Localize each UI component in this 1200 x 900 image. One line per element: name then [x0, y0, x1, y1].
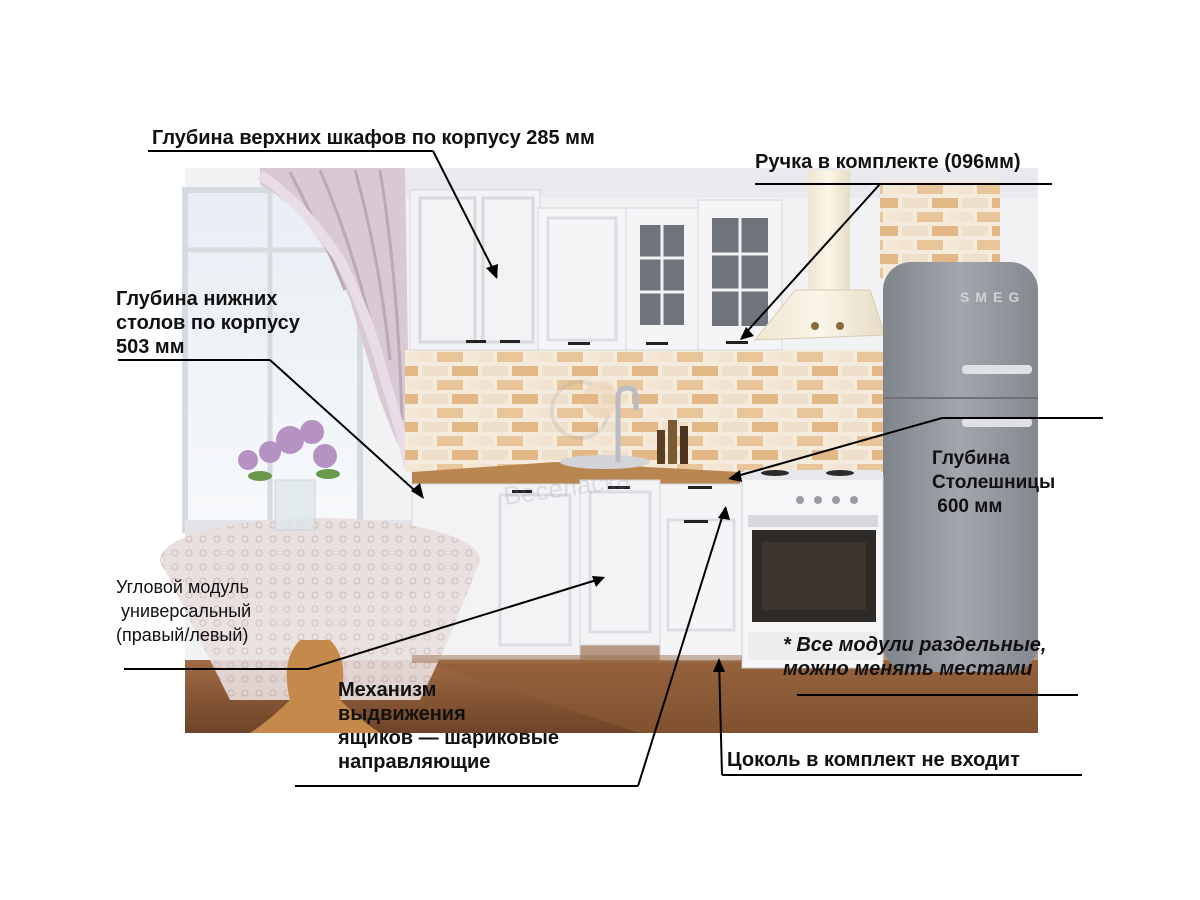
corner-line-2: универсальный	[116, 601, 252, 621]
lower-depth-line-3: 503 мм	[116, 336, 185, 358]
drawer-line-1: Механизм	[338, 679, 437, 701]
curtain	[257, 168, 415, 472]
cooker-hood	[753, 170, 886, 341]
svg-text:SMEG: SMEG	[960, 289, 1025, 305]
modules-note-label: * Все модули раздельные, можно менять ме…	[783, 633, 1046, 681]
lower-cabinets	[411, 385, 743, 661]
dining-table	[160, 518, 480, 733]
plinth-label: Цоколь в комплект не входит	[727, 749, 1020, 771]
upper-cabinet-depth-label: Глубина верхних шкафов по корпусу 285 мм	[152, 127, 595, 149]
countertop-depth-label: Глубина Столешницы 600 мм	[932, 447, 1055, 519]
drawer-line-3: ящиков — шариковые	[338, 727, 559, 749]
arrowheads	[411, 264, 754, 672]
annotation-leader-lines	[118, 150, 1103, 787]
note-line-1: * Все модули раздельные,	[783, 634, 1047, 656]
fridge: SMEG	[883, 262, 1038, 672]
lower-depth-line-2: столов по корпусу	[116, 312, 300, 334]
handle-label: Ручка в комплекте (096мм)	[755, 151, 1021, 173]
corner-line-3: (правый/левый)	[116, 625, 249, 645]
drawer-line-2: выдвижения	[338, 703, 466, 725]
drawer-line-4: направляющие	[338, 751, 491, 773]
cabinet-plinth	[412, 655, 742, 663]
corner-module-label: Угловой модуль универсальный (правый/лев…	[116, 575, 251, 647]
lower-depth-line-1: Глубина нижних	[116, 288, 278, 310]
stove	[741, 470, 884, 669]
upper-cabinets	[409, 189, 783, 351]
note-line-2: можно менять местами	[783, 658, 1033, 680]
backsplash-tiles	[405, 350, 885, 472]
countertop-line-2: Столешницы	[932, 472, 1056, 493]
corner-line-1: Угловой модуль	[116, 577, 249, 597]
countertop-line-3: 600 мм	[932, 496, 1003, 517]
flower-vase	[238, 420, 340, 531]
drawer-mechanism-label: Механизм выдвижения ящиков — шариковые н…	[338, 678, 559, 774]
lower-cabinet-depth-label: Глубина нижних столов по корпусу 503 мм	[116, 287, 300, 359]
countertop-line-1: Глубина	[932, 448, 1010, 469]
